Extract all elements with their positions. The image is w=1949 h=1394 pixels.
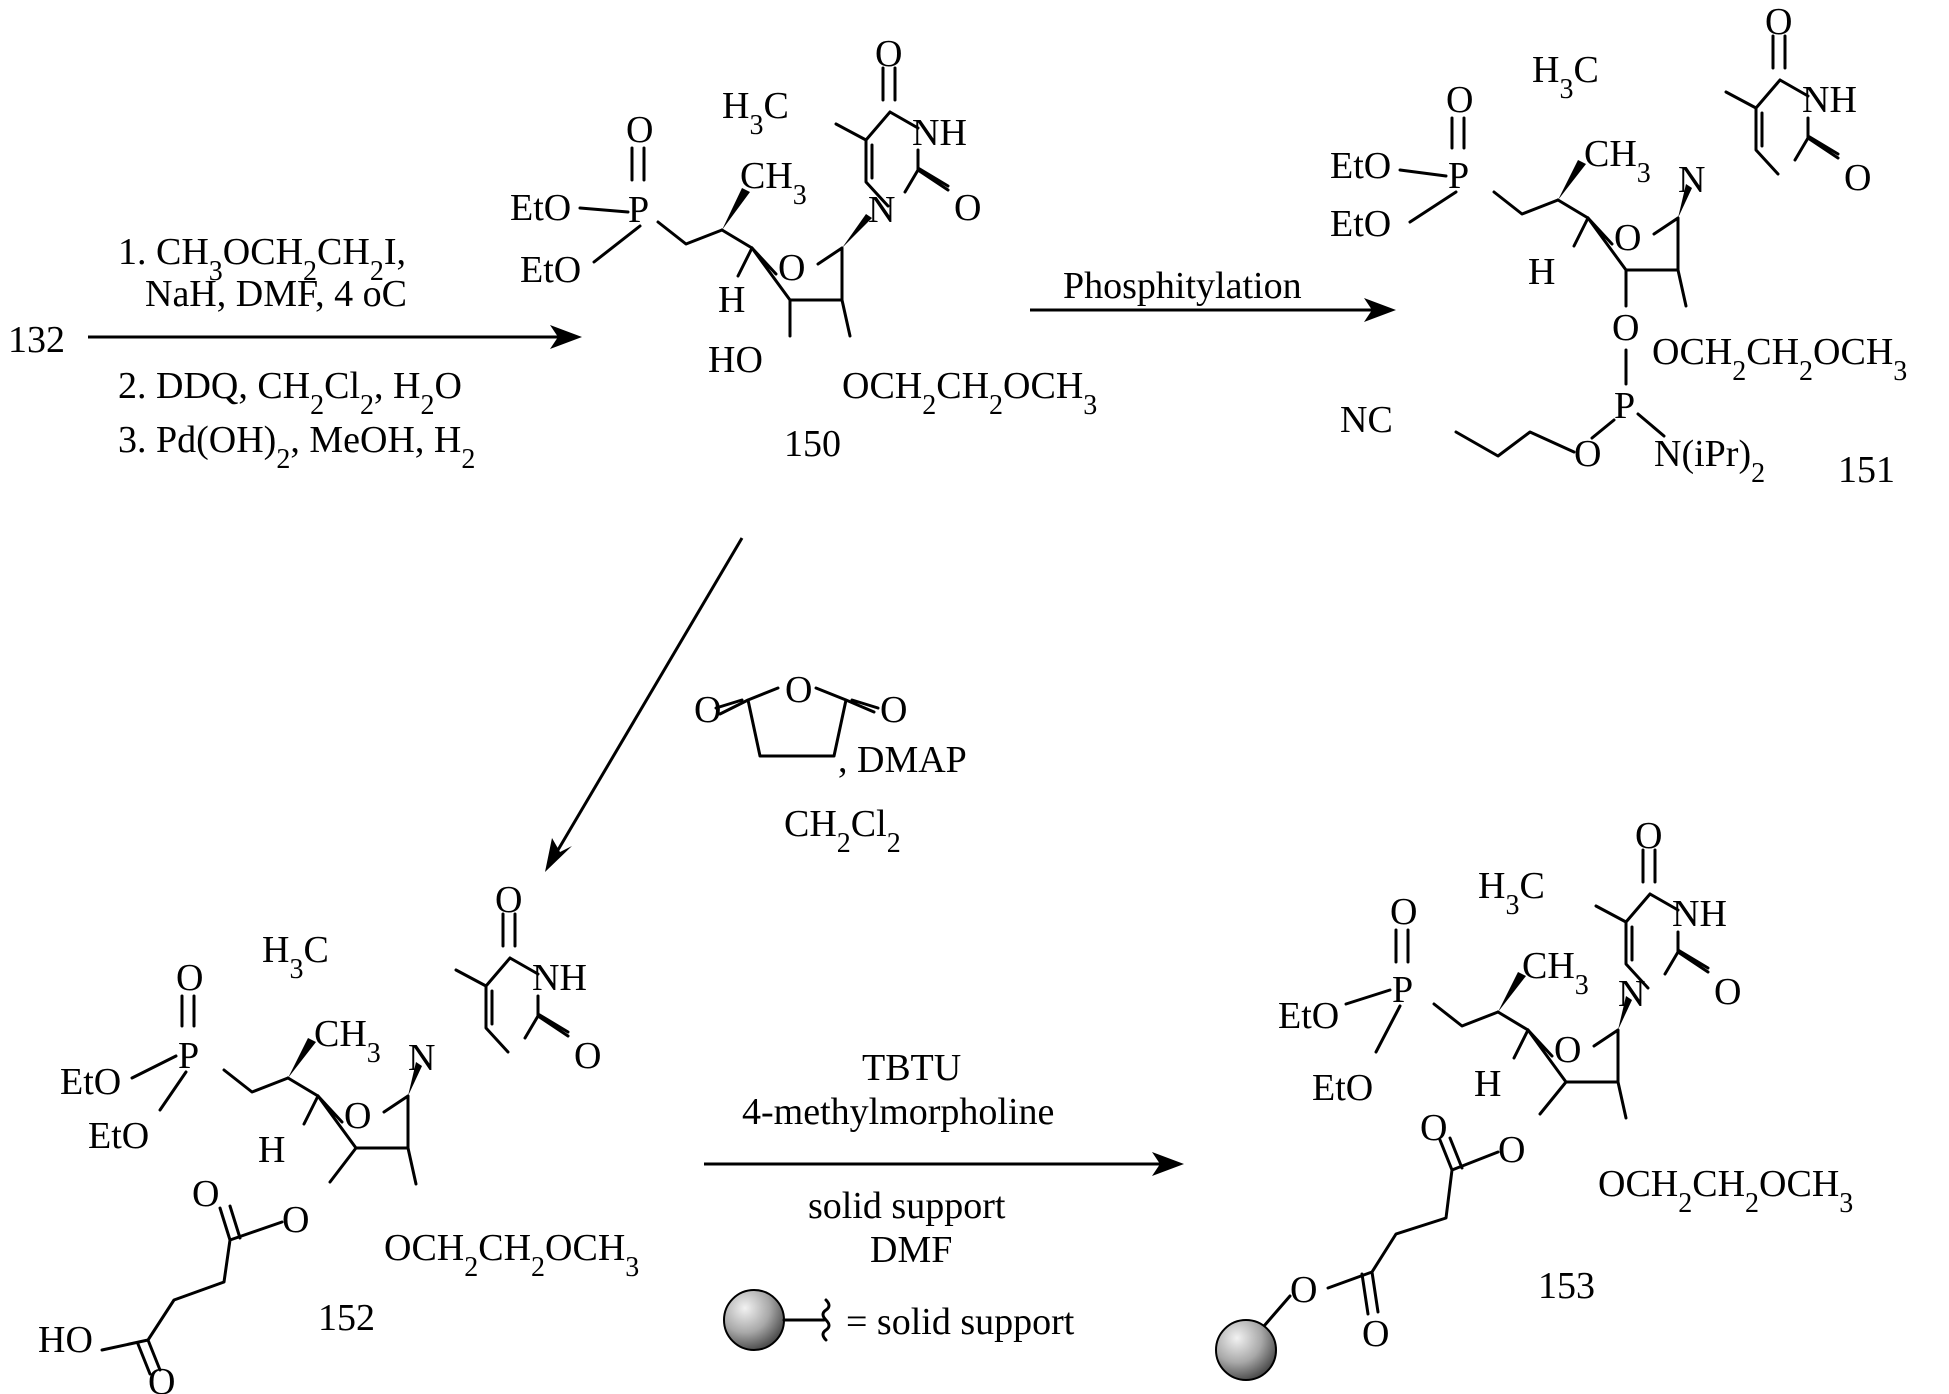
n3-h: NH <box>1672 893 1727 935</box>
methyl-ch3: CH3 <box>314 1013 381 1069</box>
o-carbonyl-4: O <box>495 879 522 921</box>
diisopropylamino: N(iPr)2 <box>1654 433 1765 489</box>
n3-h: NH <box>912 112 967 154</box>
phosphoryl-oxygen: O <box>626 109 653 151</box>
solid-support-legend: = solid support <box>724 1290 1075 1350</box>
phosphoryl-oxygen: O <box>1446 79 1473 121</box>
methoxyethoxy-2prime: OCH2CH2OCH3 <box>1652 331 1907 387</box>
methyl-h3c: H3C <box>722 85 789 141</box>
step3-reagent: , DMAP <box>838 739 967 781</box>
solid-support-bead-icon <box>1216 1320 1276 1380</box>
compound-label-153: 153 <box>1538 1265 1595 1307</box>
methoxyethoxy-2prime: OCH2CH2OCH3 <box>384 1227 639 1283</box>
o-carbonyl-4: O <box>875 33 902 75</box>
ethoxy-1: EtO <box>510 187 571 229</box>
ring-oxygen: O <box>778 247 805 289</box>
acid-hydroxyl: HO <box>38 1319 93 1361</box>
methyl-h3c: H3C <box>262 929 329 985</box>
methoxyethoxy-2prime: OCH2CH2OCH3 <box>842 365 1097 421</box>
ethoxy-2: EtO <box>520 249 581 291</box>
o-carbonyl-4: O <box>1635 815 1662 857</box>
n3-h: NH <box>532 957 587 999</box>
n3-h: NH <box>1802 79 1857 121</box>
methyl-ch3: CH3 <box>1584 133 1651 189</box>
solid-support-bead-icon <box>724 1290 784 1350</box>
ester-carbonyl-o: O <box>192 1173 219 1215</box>
n1: N <box>408 1037 435 1079</box>
h-4prime: H <box>258 1129 285 1171</box>
acid-carbonyl-o: O <box>148 1361 175 1394</box>
ethoxy-2: EtO <box>1330 203 1391 245</box>
h-4prime: H <box>1474 1063 1501 1105</box>
reaction-arrow-step4 <box>704 1152 1184 1176</box>
methyl-h3c: H3C <box>1478 865 1545 921</box>
step1-condition-3: 2. DDQ, CH2Cl2, H2O <box>118 365 462 421</box>
step2-condition: Phosphitylation <box>1063 265 1302 307</box>
h-4prime: H <box>718 279 745 321</box>
phosphorus: P <box>1392 969 1413 1011</box>
compound-label-151: 151 <box>1838 449 1895 491</box>
step4-condition-4: DMF <box>870 1229 952 1271</box>
cyano-nc: NC <box>1340 399 1393 441</box>
ring-oxygen: O <box>1614 217 1641 259</box>
n1: N <box>868 189 895 231</box>
linker-carbonyl-o: O <box>1362 1313 1389 1355</box>
methoxyethoxy-2prime: OCH2CH2OCH3 <box>1598 1163 1853 1219</box>
ester-carbonyl-o: O <box>1420 1107 1447 1149</box>
compound-150: O NH O N H3C O H HO OCH2CH2OCH3 CH3 P O … <box>510 33 1097 421</box>
n1: N <box>1678 159 1705 201</box>
ethoxy-1: EtO <box>1278 995 1339 1037</box>
compound-label-152: 152 <box>318 1297 375 1339</box>
anhydride-ring-o: O <box>785 669 812 711</box>
compound-151: O NH O N H3C O H O OCH2CH2OCH3 CH3 P O E… <box>1330 1 1907 489</box>
step4-condition-3: solid support <box>808 1185 1006 1227</box>
anhydride-carbonyl-o-right: O <box>880 689 907 731</box>
anhydride-carbonyl-o-left: O <box>694 689 721 731</box>
oxygen-3prime: O <box>1612 307 1639 349</box>
methyl-ch3: CH3 <box>1522 945 1589 1001</box>
hydroxy-3prime: HO <box>708 339 763 381</box>
n1: N <box>1618 973 1645 1015</box>
phosphorus: P <box>628 189 649 231</box>
o-carbonyl-2: O <box>1844 157 1871 199</box>
compound-153: O NH O N H3C O H O OCH2CH2OCH3 CH3 P O E… <box>1216 815 1853 1380</box>
phosphoryl-oxygen: O <box>176 957 203 999</box>
o-carbonyl-2: O <box>1714 971 1741 1013</box>
step1-condition-4: 3. Pd(OH)2, MeOH, H2 <box>118 419 475 475</box>
ethoxy-1: EtO <box>60 1061 121 1103</box>
oxygen-3prime: O <box>282 1199 309 1241</box>
ring-oxygen: O <box>344 1095 371 1137</box>
phosphite-o-link: O <box>1574 433 1601 475</box>
step1-condition-2: NaH, DMF, 4 oC <box>145 273 407 315</box>
phosphite-p: P <box>1614 385 1635 427</box>
methyl-ch3: CH3 <box>740 155 807 211</box>
phosphorus: P <box>178 1035 199 1077</box>
ethoxy-2: EtO <box>1312 1067 1373 1109</box>
oxygen-3prime: O <box>1498 1129 1525 1171</box>
linker-ester-o: O <box>1290 1269 1317 1311</box>
ethoxy-1: EtO <box>1330 145 1391 187</box>
step4-condition-2: 4-methylmorpholine <box>742 1091 1054 1133</box>
phosphorus: P <box>1448 155 1469 197</box>
solid-support-legend-text: = solid support <box>846 1301 1075 1343</box>
phosphoryl-oxygen: O <box>1390 891 1417 933</box>
reaction-arrow-step1 <box>88 325 582 349</box>
step3-solvent: CH2Cl2 <box>784 803 901 859</box>
ring-oxygen: O <box>1554 1029 1581 1071</box>
compound-label-150: 150 <box>784 423 841 465</box>
step4-condition-1: TBTU <box>862 1047 961 1089</box>
o-carbonyl-2: O <box>574 1035 601 1077</box>
ethoxy-2: EtO <box>88 1115 149 1157</box>
compound-label-132: 132 <box>8 319 65 361</box>
h-4prime: H <box>1528 251 1555 293</box>
methyl-h3c: H3C <box>1532 49 1599 105</box>
o-carbonyl-4: O <box>1765 1 1792 43</box>
o-carbonyl-2: O <box>954 187 981 229</box>
